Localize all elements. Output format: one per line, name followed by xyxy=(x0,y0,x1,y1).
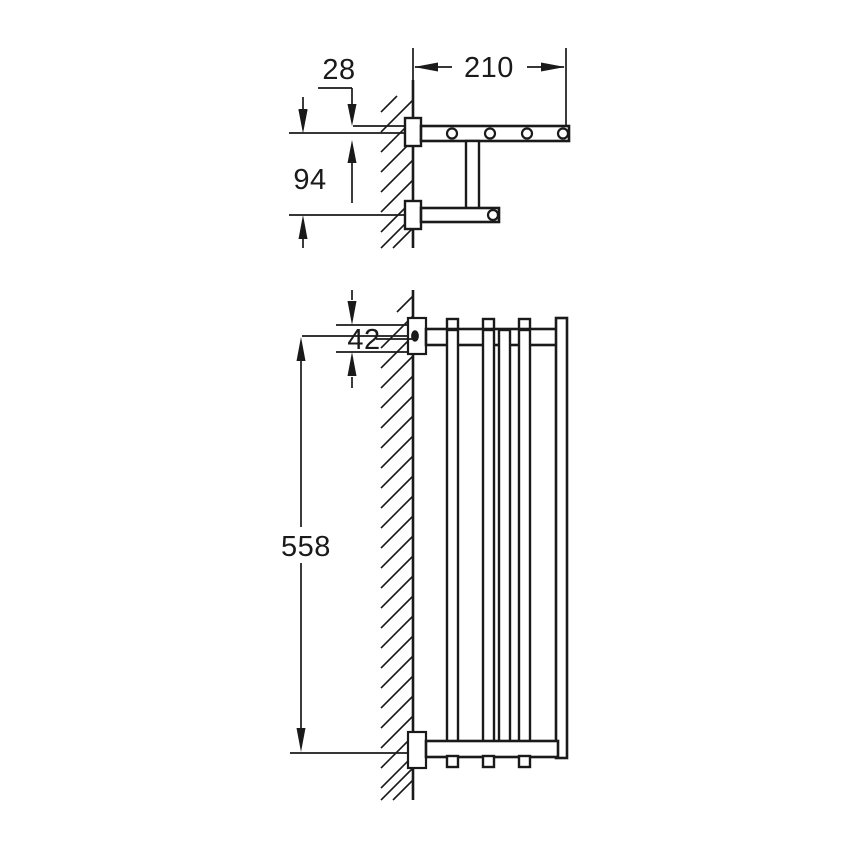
upper-bracket-plate xyxy=(403,116,423,148)
vertical-rod xyxy=(497,328,512,749)
rod-cross-sections xyxy=(445,127,570,140)
vertical-rod xyxy=(445,328,460,749)
lower-rail-tabs xyxy=(445,754,532,769)
rail-tab xyxy=(517,754,532,769)
rail-tab xyxy=(481,754,496,769)
rod-cross-section xyxy=(483,127,497,140)
arrow-94-bottom xyxy=(298,215,308,239)
arrow-94-inner xyxy=(347,140,357,163)
vertical-rod xyxy=(517,328,532,749)
rod-cross-section xyxy=(520,127,534,140)
front-view: 42 558 xyxy=(281,290,569,801)
dimension-label-210: 210 xyxy=(464,52,514,84)
arrow-94-top xyxy=(298,110,308,133)
dimension-28 xyxy=(298,87,406,133)
lower-bracket-plate xyxy=(403,199,423,231)
arrow-558-bottom xyxy=(296,728,306,752)
lower-bracket-front-view xyxy=(406,730,428,770)
lower-arm-end-cap xyxy=(486,208,500,222)
dimension-label-28: 28 xyxy=(322,54,355,86)
arrow-28-inner xyxy=(347,104,357,126)
arrow-42-bottom xyxy=(347,352,357,376)
dimension-210 xyxy=(412,48,567,125)
dimension-42 xyxy=(336,290,412,388)
dimension-94 xyxy=(289,110,406,248)
arrow-558-top xyxy=(296,337,306,361)
upper-bracket-screw xyxy=(411,330,419,342)
swivel-post-top-view xyxy=(464,139,481,213)
lower-rail-front-view xyxy=(424,739,560,759)
rod-cross-section xyxy=(445,127,459,140)
wall-hatch-front-view xyxy=(380,295,414,801)
arrow-210-right xyxy=(541,62,565,72)
dimension-label-558: 558 xyxy=(281,531,331,563)
dimension-label-94: 94 xyxy=(293,164,326,196)
arrow-42-top xyxy=(347,301,357,325)
arrow-210-left xyxy=(414,62,438,72)
top-view: 210 28 xyxy=(289,48,571,249)
dimension-label-42: 42 xyxy=(347,324,380,356)
vertical-rod xyxy=(481,328,496,749)
rod-cross-section xyxy=(556,127,570,140)
dimension-558 xyxy=(290,335,409,754)
vertical-rods xyxy=(445,328,532,749)
rail-tab xyxy=(445,754,460,769)
right-side-rail xyxy=(554,316,569,760)
